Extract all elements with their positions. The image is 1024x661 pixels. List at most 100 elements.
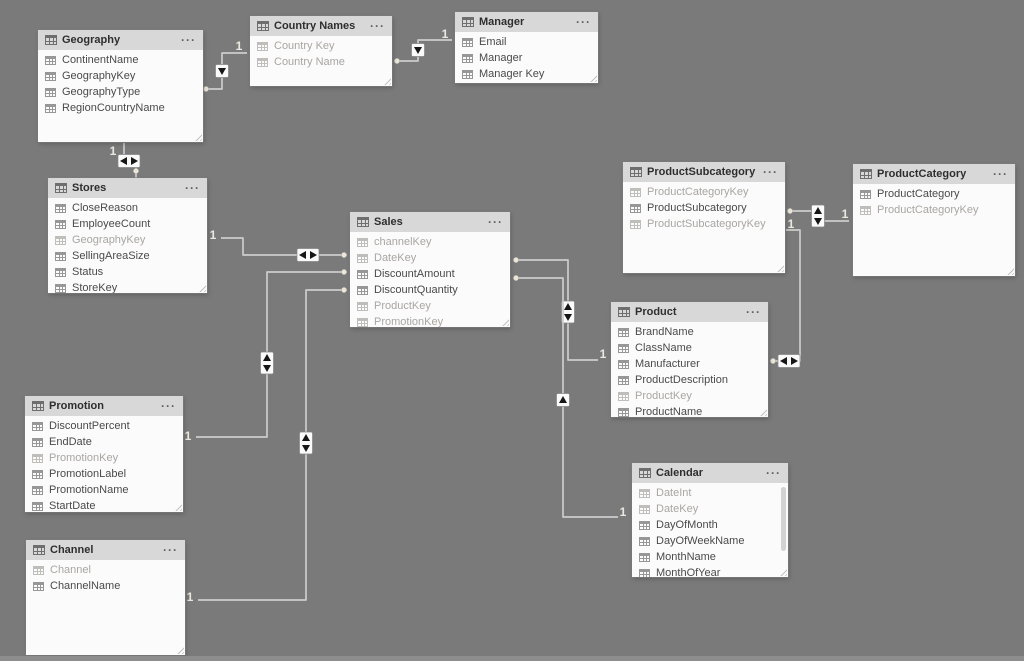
more-options-icon[interactable]: ··· <box>181 33 196 47</box>
field-brandname[interactable]: BrandName <box>611 324 768 340</box>
field-classname[interactable]: ClassName <box>611 340 768 356</box>
field-channel[interactable]: Channel <box>26 562 185 578</box>
more-options-icon[interactable]: ··· <box>370 19 385 33</box>
table-header[interactable]: Country Names ··· <box>250 16 392 36</box>
resize-handle-icon[interactable] <box>197 283 206 292</box>
more-options-icon[interactable]: ··· <box>488 215 503 229</box>
resize-handle-icon[interactable] <box>778 567 787 576</box>
field-productcategorykey[interactable]: ProductCategoryKey <box>853 202 1015 218</box>
resize-handle-icon[interactable] <box>1005 266 1014 275</box>
relationship-line[interactable] <box>221 237 347 256</box>
field-discountquantity[interactable]: DiscountQuantity <box>350 282 510 298</box>
field-geographykey[interactable]: GeographyKey <box>38 68 203 84</box>
field-employeecount[interactable]: EmployeeCount <box>48 216 207 232</box>
field-manager-key[interactable]: Manager Key <box>455 66 598 82</box>
table-header[interactable]: Manager ··· <box>455 12 598 32</box>
field-continentname[interactable]: ContinentName <box>38 52 203 68</box>
resize-handle-icon[interactable] <box>173 502 182 511</box>
table-header[interactable]: Channel ··· <box>26 540 185 560</box>
field-discountamount[interactable]: DiscountAmount <box>350 266 510 282</box>
more-options-icon[interactable]: ··· <box>746 305 761 319</box>
field-manager[interactable]: Manager <box>455 50 598 66</box>
resize-handle-icon[interactable] <box>588 73 597 82</box>
field-promotionlabel[interactable]: PromotionLabel <box>25 466 183 482</box>
more-options-icon[interactable]: ··· <box>163 543 178 557</box>
scrollbar-thumb[interactable] <box>781 487 786 551</box>
field-monthofyear[interactable]: MonthOfYear <box>632 565 788 577</box>
relationship-promotion-sales[interactable]: 1 <box>185 269 347 443</box>
resize-handle-icon[interactable] <box>382 76 391 85</box>
resize-handle-icon[interactable] <box>193 132 202 141</box>
field-sellingareasize[interactable]: SellingAreaSize <box>48 248 207 264</box>
field-promotionname[interactable]: PromotionName <box>25 482 183 498</box>
table-header[interactable]: Calendar ··· <box>632 463 788 483</box>
field-dayofweekname[interactable]: DayOfWeekName <box>632 533 788 549</box>
field-manufacturer[interactable]: Manufacturer <box>611 356 768 372</box>
table-productsubcategory[interactable]: ProductSubcategory ··· ProductCategoryKe… <box>623 162 785 273</box>
field-datekey[interactable]: DateKey <box>632 501 788 517</box>
table-header[interactable]: Geography ··· <box>38 30 203 50</box>
table-header[interactable]: ProductSubcategory ··· <box>623 162 785 182</box>
field-dateint[interactable]: DateInt <box>632 485 788 501</box>
relationship-stores-sales[interactable]: 1 <box>210 228 347 262</box>
table-header[interactable]: ProductCategory ··· <box>853 164 1015 184</box>
field-productkey[interactable]: ProductKey <box>350 298 510 314</box>
field-productdescription[interactable]: ProductDescription <box>611 372 768 388</box>
field-closereason[interactable]: CloseReason <box>48 200 207 216</box>
field-monthname[interactable]: MonthName <box>632 549 788 565</box>
relationship-calendar-sales[interactable]: 1 <box>513 275 627 519</box>
field-productsubcategory[interactable]: ProductSubcategory <box>623 200 785 216</box>
field-country-key[interactable]: Country Key <box>250 38 392 54</box>
field-channelkey[interactable]: channelKey <box>350 234 510 250</box>
field-datekey[interactable]: DateKey <box>350 250 510 266</box>
field-channelname[interactable]: ChannelName <box>26 578 185 594</box>
table-header[interactable]: Sales ··· <box>350 212 510 232</box>
table-header[interactable]: Product ··· <box>611 302 768 322</box>
table-header[interactable]: Promotion ··· <box>25 396 183 416</box>
field-startdate[interactable]: StartDate <box>25 498 183 512</box>
field-productcategorykey[interactable]: ProductCategoryKey <box>623 184 785 200</box>
resize-handle-icon[interactable] <box>758 407 767 416</box>
resize-handle-icon[interactable] <box>500 317 509 326</box>
resize-handle-icon[interactable] <box>175 645 184 654</box>
resize-handle-icon[interactable] <box>775 263 784 272</box>
field-status[interactable]: Status <box>48 264 207 280</box>
more-options-icon[interactable]: ··· <box>185 181 200 195</box>
relationship-channel-sales[interactable]: 1 <box>187 287 347 604</box>
field-productkey[interactable]: ProductKey <box>611 388 768 404</box>
table-header[interactable]: Stores ··· <box>48 178 207 198</box>
relationship-product-sales[interactable]: 1 <box>513 257 607 361</box>
relationship-line[interactable] <box>516 259 598 361</box>
relationship-country-names-geography[interactable]: 1 <box>203 39 247 92</box>
field-enddate[interactable]: EndDate <box>25 434 183 450</box>
more-options-icon[interactable]: ··· <box>766 466 781 480</box>
field-dayofmonth[interactable]: DayOfMonth <box>632 517 788 533</box>
field-productname[interactable]: ProductName <box>611 404 768 417</box>
relationship-geography-stores[interactable]: 1 <box>110 143 141 178</box>
field-geographykey[interactable]: GeographyKey <box>48 232 207 248</box>
relationship-productsubcategory-product[interactable]: 1 <box>770 217 801 368</box>
more-options-icon[interactable]: ··· <box>993 167 1008 181</box>
more-options-icon[interactable]: ··· <box>763 165 778 179</box>
field-productsubcategorykey[interactable]: ProductSubcategoryKey <box>623 216 785 232</box>
field-productcategory[interactable]: ProductCategory <box>853 186 1015 202</box>
relationship-productcategory-productsubcategory[interactable]: 1 <box>787 204 849 228</box>
field-email[interactable]: Email <box>455 34 598 50</box>
relationship-line[interactable] <box>198 289 347 601</box>
relationship-manager-country-names[interactable]: 1 <box>394 27 452 64</box>
horizontal-scrollbar-track[interactable] <box>0 656 1024 661</box>
field-storekey[interactable]: StoreKey <box>48 280 207 293</box>
field-regioncountryname[interactable]: RegionCountryName <box>38 100 203 116</box>
more-options-icon[interactable]: ··· <box>161 399 176 413</box>
field-discountpercent[interactable]: DiscountPercent <box>25 418 183 434</box>
